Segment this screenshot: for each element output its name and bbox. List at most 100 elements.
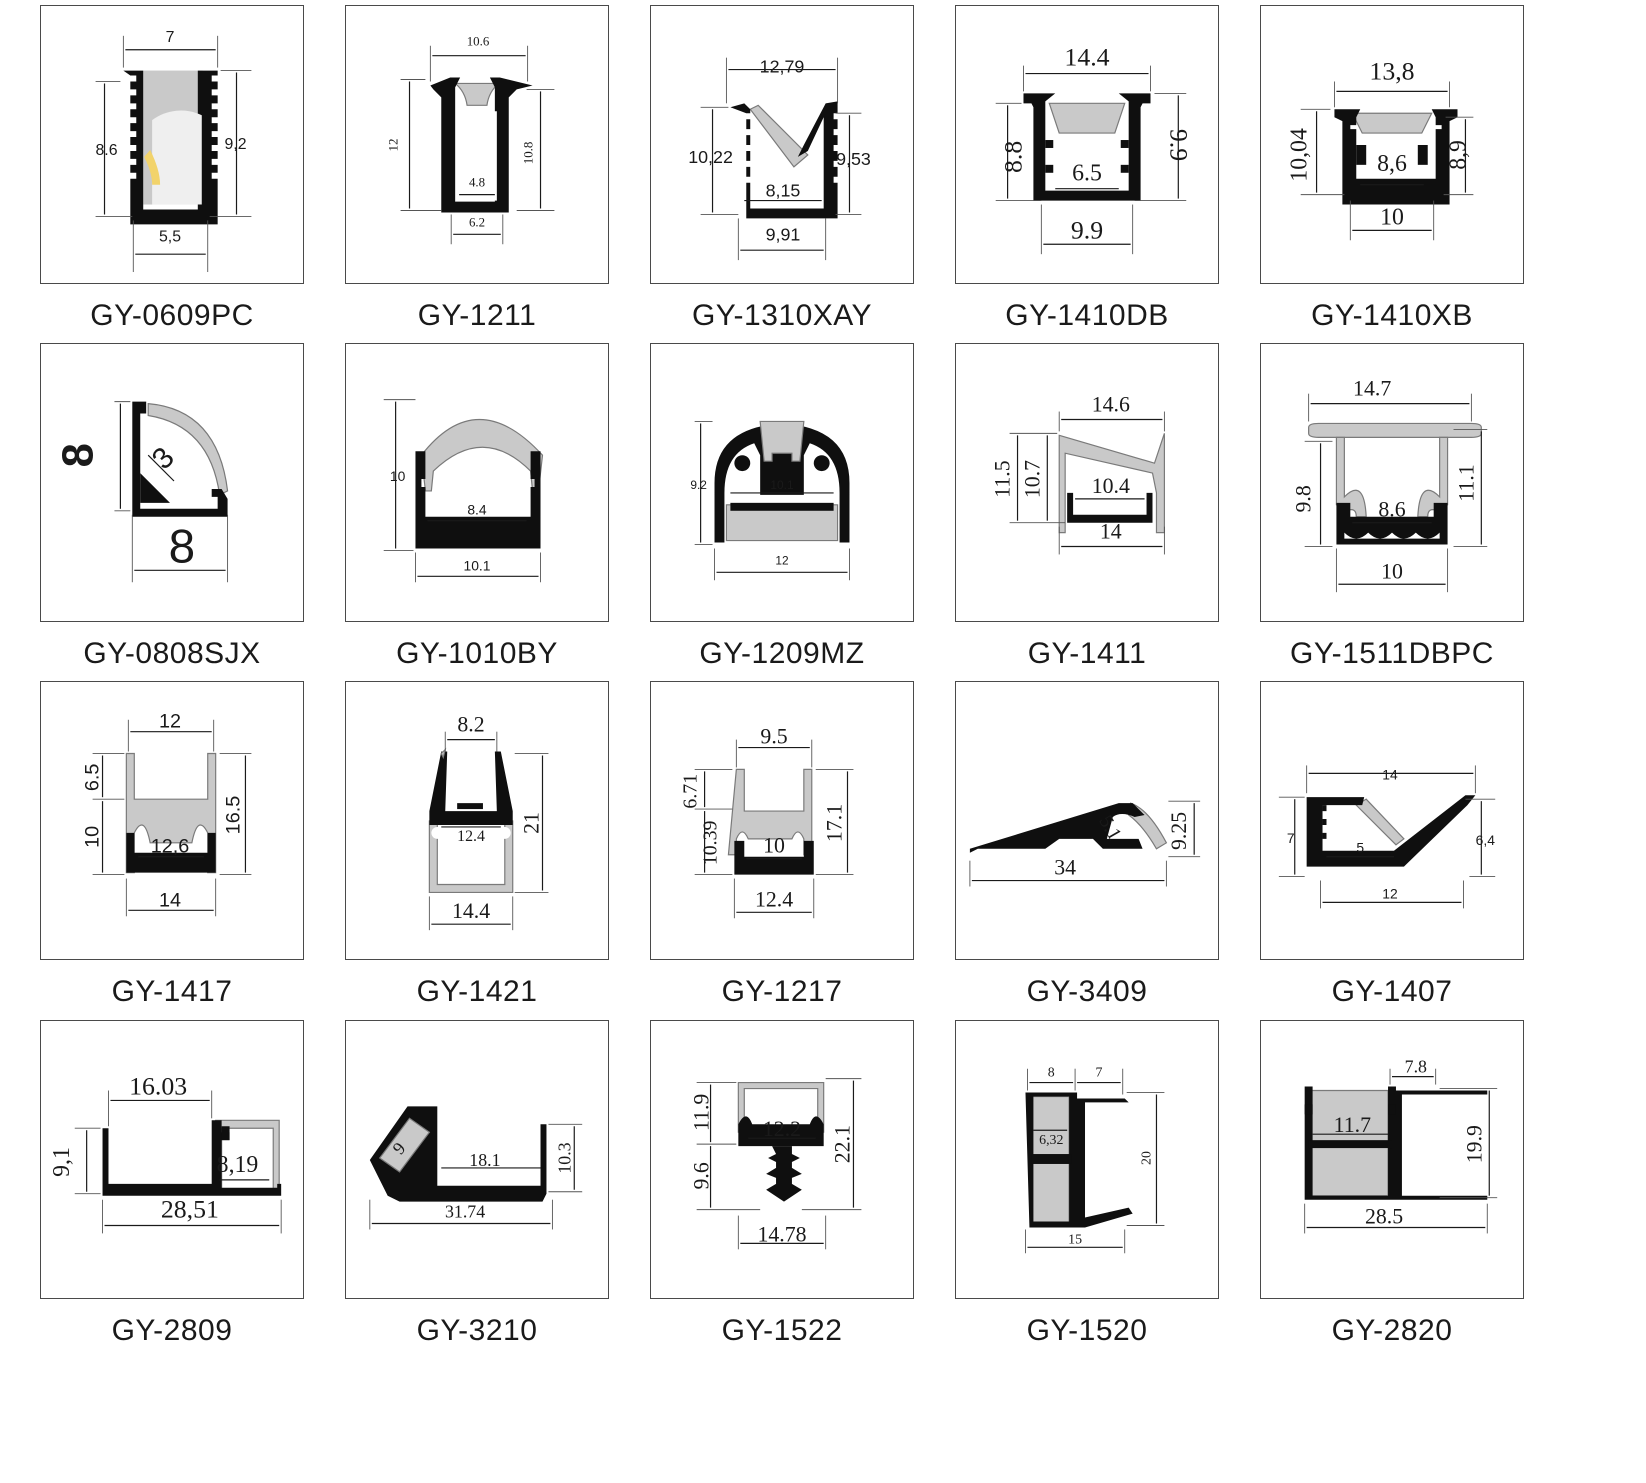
profile-drawing: 14.7 9.8 11.1 8.6 10 — [1260, 343, 1524, 622]
dim-label: 11.9 — [690, 1094, 714, 1131]
profile-diagram: 8 3 8 — [54, 401, 229, 583]
profile-drawing: 11.9 9.6 12.2 22.1 14.78 — [650, 1020, 914, 1299]
dim-label: 28,51 — [161, 1195, 219, 1224]
dim-label: 14.4 — [452, 899, 490, 923]
profile-model-label: GY-1410XB — [1311, 299, 1473, 332]
profile-diagram: 13,8 10,04 8,9 8,6 10 — [1287, 56, 1474, 241]
dim-label: 6.71 — [680, 774, 702, 809]
dim-label: 8.6 — [95, 142, 117, 159]
profile-model-label: GY-1421 — [416, 975, 538, 1008]
dim-label: 3 — [146, 441, 181, 476]
dim-label: 8,6 — [1377, 151, 1407, 177]
dim-label: 6.2 — [469, 215, 485, 229]
dim-label: 16.03 — [129, 1071, 187, 1100]
profile-diagram: 9.5 6.71 10.39 17.1 10 12.4 — [680, 725, 854, 919]
dim-label: 14.78 — [757, 1222, 806, 1246]
profile-model-label: GY-3210 — [416, 1314, 538, 1347]
dim-label: 8 — [169, 520, 196, 573]
profile-diagram: 14.4 8.8 9.9 6.5 9.9 — [995, 43, 1193, 255]
profile-model-label: GY-1410DB — [1005, 299, 1169, 332]
dim-label: 28.5 — [1365, 1205, 1403, 1229]
dim-label: 7 — [1095, 1066, 1102, 1081]
dim-label: 9,91 — [766, 224, 801, 244]
profile-model-label: GY-1209MZ — [699, 637, 865, 670]
profile-drawing: 7 8.6 9,2 5,5 — [40, 5, 304, 284]
profile-model-label: GY-0808SJX — [83, 637, 261, 670]
profile-model-label: GY-1511DBPC — [1290, 637, 1494, 670]
dim-label: 10 — [763, 834, 785, 858]
profile-diagram: 9 18.1 10.3 31.74 — [369, 1106, 583, 1230]
profile-model-label: GY-1407 — [1331, 975, 1453, 1008]
profile-drawing: 13,8 10,04 8,9 8,6 10 — [1260, 5, 1524, 284]
dim-label: 9.25 — [1167, 812, 1191, 850]
dim-label: 5 — [1356, 840, 1364, 856]
profile-diagram: 14 7 6,4 5 12 — [1278, 765, 1496, 909]
profile-model-label: GY-1310XAY — [691, 299, 873, 332]
profile-diagram: 16.03 9,1 8,19 28,51 — [49, 1071, 282, 1234]
dim-label: 11.5 — [991, 460, 1015, 497]
profile-drawing: 8 7 6,32 20 15 — [955, 1020, 1219, 1299]
dim-label: 9.8 — [1292, 485, 1316, 512]
dim-label: 6.5 — [82, 764, 104, 792]
profile-drawing: 14 7 6,4 5 12 — [1260, 681, 1524, 960]
dim-label: 7.8 — [1405, 1057, 1427, 1077]
profile-model-label: GY-1411 — [1027, 637, 1147, 670]
dim-label: 9.9 — [1071, 215, 1103, 244]
profile-diagram: 5.1 9.25 34 — [969, 800, 1201, 887]
profile-diagram: 12 6.5 10 16.5 12,6 14 — [82, 711, 252, 917]
dim-label: 12 — [1382, 885, 1398, 901]
dim-label: 31.74 — [445, 1202, 485, 1222]
dim-label: 12,6 — [151, 836, 190, 858]
dim-label: 6,4 — [1476, 832, 1496, 848]
profile-diagram: 14.7 9.8 11.1 8.6 10 — [1292, 377, 1488, 593]
dim-label: 8 — [1048, 1066, 1055, 1081]
dim-label: 10.4 — [1092, 474, 1130, 498]
dim-label: 9,2 — [224, 136, 246, 153]
profile-drawing: 14.6 11.5 10.7 10.4 14 — [955, 343, 1219, 622]
profile-drawing: 9.2 10.1 12 — [650, 343, 914, 622]
dim-label: 12 — [775, 553, 789, 567]
profile-drawing: 10.6 12 10.8 4.8 6.2 — [345, 5, 609, 284]
dim-label: 9.2 — [690, 478, 707, 492]
profile-model-label: GY-1010BY — [396, 637, 558, 670]
dim-label: 8,15 — [766, 181, 801, 201]
dim-label: 10,22 — [688, 147, 733, 167]
profile-drawing: 10 8.4 10.1 — [345, 343, 609, 622]
profile-drawing: 12 6.5 10 16.5 12,6 14 — [40, 681, 304, 960]
profile-diagram: 10 8.4 10.1 — [383, 399, 544, 583]
dim-label: 4.8 — [469, 176, 485, 190]
profile-diagram: 8.2 21 12.4 14.4 — [428, 713, 549, 931]
dim-label: 10 — [1381, 559, 1403, 583]
profile-drawing: 12,79 10,22 9,53 8,15 9,91 — [650, 5, 914, 284]
profile-drawing: 14.4 8.8 9.9 6.5 9.9 — [955, 5, 1219, 284]
dim-label: 16.5 — [222, 796, 244, 835]
dim-label: 9,1 — [49, 1147, 75, 1177]
dim-label: 13,8 — [1369, 56, 1414, 85]
dim-label: 7 — [166, 29, 175, 46]
dim-label: 21 — [520, 812, 544, 834]
dim-label: 12,79 — [760, 57, 805, 77]
dim-label: 15 — [1068, 1232, 1082, 1247]
profile-drawing: 16.03 9,1 8,19 28,51 — [40, 1020, 304, 1299]
dim-label: 6.5 — [1072, 161, 1102, 187]
profile-model-label: GY-2809 — [111, 1314, 233, 1347]
profile-drawing: 8 3 8 — [40, 343, 304, 622]
dim-label: 11.1 — [1454, 464, 1478, 501]
dim-label: 14.4 — [1064, 43, 1109, 72]
profile-model-label: GY-2820 — [1331, 1314, 1453, 1347]
dim-label: 34 — [1054, 856, 1076, 880]
dim-label: 14 — [1382, 766, 1398, 782]
dim-label: 18.1 — [469, 1150, 500, 1170]
dim-label: 12 — [387, 139, 401, 152]
profile-diagram: 12,79 10,22 9,53 8,15 9,91 — [688, 57, 871, 261]
profile-model-label: GY-1417 — [111, 975, 233, 1008]
dim-label: 10.1 — [770, 478, 794, 492]
dim-label: 10 — [1380, 204, 1404, 230]
dim-label: 22.1 — [830, 1125, 854, 1163]
dim-label: 9,53 — [836, 149, 871, 169]
dim-label: 10.1 — [463, 557, 490, 573]
profile-diagram: 14.6 11.5 10.7 10.4 14 — [991, 393, 1166, 555]
dim-label: 9.9 — [1164, 129, 1193, 161]
dim-label: 10 — [82, 826, 104, 848]
